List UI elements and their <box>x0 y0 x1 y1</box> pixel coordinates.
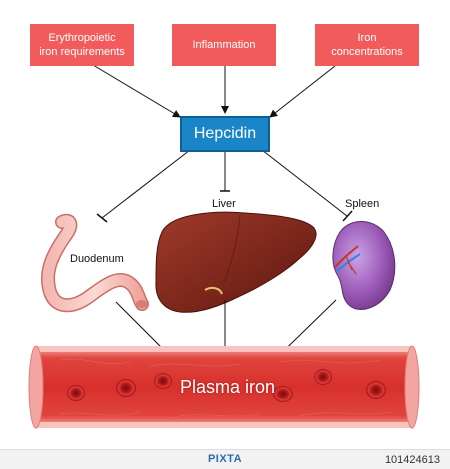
regulator-erythropoietic: Erythropoietic iron requirements <box>30 24 134 66</box>
stock-logo: PIXTA <box>207 453 243 465</box>
red-blood-cell <box>314 369 332 385</box>
arrow-erythropoietic-to-hepcidin <box>87 61 181 118</box>
duodenum-illustration <box>40 213 149 313</box>
spleen-illustration <box>332 221 396 310</box>
plasma-iron-label: Plasma iron <box>180 377 276 397</box>
liver-label: Liver <box>212 198 236 210</box>
inhibit-duodenum <box>101 149 191 219</box>
regulator-inflammation-label: Inflammation <box>192 39 256 51</box>
hepcidin-box: Hepcidin <box>180 116 270 152</box>
red-blood-cell <box>154 373 172 389</box>
hepcidin-label: Hepcidin <box>193 125 257 142</box>
red-blood-cell <box>67 385 85 401</box>
red-blood-cell <box>273 386 293 402</box>
regulator-erythropoietic-label: Erythropoietic iron requirements <box>39 32 125 58</box>
spleen-label: Spleen <box>345 198 380 210</box>
regulator-iron-concentrations-label: Iron concentrations <box>331 32 403 58</box>
red-blood-cell <box>366 381 386 399</box>
stock-footer: PIXTA 101424613 <box>0 449 450 469</box>
red-blood-cell <box>116 379 136 397</box>
arrow-iron-to-hepcidin <box>269 65 336 118</box>
inhibit-spleen <box>261 149 348 217</box>
image-id: 101424613 <box>384 453 440 466</box>
blood-vessel <box>28 345 420 429</box>
liver-illustration <box>155 211 317 313</box>
regulator-inflammation: Inflammation <box>172 24 276 66</box>
red-blood-cells <box>67 369 386 402</box>
regulator-iron-concentrations: Iron concentrations <box>315 24 419 66</box>
duodenum-label: Duodenum <box>70 253 124 265</box>
